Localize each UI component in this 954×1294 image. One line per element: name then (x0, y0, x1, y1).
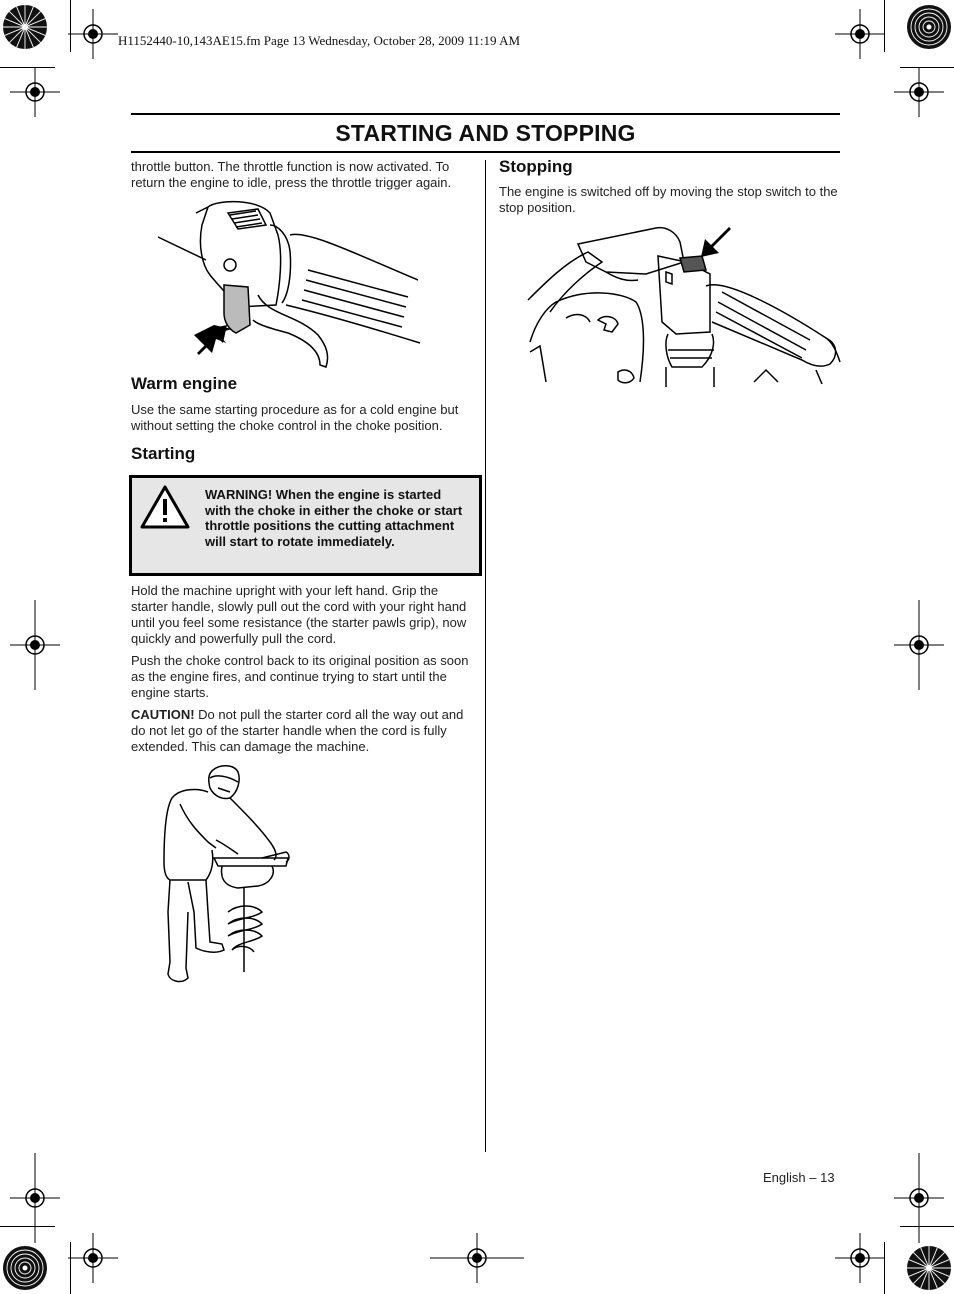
starting-heading-block: Starting (131, 444, 471, 463)
file-header: H1152440-10,143AE15.fm Page 13 Wednesday… (118, 33, 521, 48)
registration-mark-icon (835, 1233, 885, 1283)
page-footer: English – 13 (763, 1170, 835, 1185)
title-band: STARTING AND STOPPING (131, 113, 840, 153)
stopping-section: Stopping The engine is switched off by m… (499, 157, 839, 222)
starting-heading: Starting (131, 444, 196, 463)
crop-line (884, 0, 885, 52)
stopping-text: The engine is switched off by moving the… (499, 184, 838, 215)
warning-text: WARNING! When the engine is started with… (205, 487, 463, 549)
crop-line (900, 1226, 954, 1227)
starting-para-1: Hold the machine upright with your left … (131, 583, 467, 646)
registration-mark-icon (835, 9, 885, 59)
registration-mark-icon (10, 600, 60, 690)
calibration-wheel-icon (3, 1246, 47, 1290)
stop-switch-illustration (527, 226, 841, 387)
arrow-icon (197, 325, 227, 355)
page-title: STARTING AND STOPPING (335, 120, 636, 146)
warm-engine-section: Warm engine Use the same starting proced… (131, 374, 471, 440)
registration-mark-icon (894, 1153, 944, 1243)
stopping-heading: Stopping (499, 157, 573, 176)
caution-label: CAUTION! (131, 707, 195, 722)
warm-engine-text: Use the same starting procedure as for a… (131, 402, 459, 433)
crop-line (884, 1242, 885, 1294)
calibration-wheel-icon (907, 1246, 951, 1290)
warm-engine-heading: Warm engine (131, 374, 238, 393)
crop-line (70, 0, 71, 52)
caution-paragraph: CAUTION! Do not pull the starter cord al… (131, 707, 471, 755)
starting-body: Hold the machine upright with your left … (131, 583, 471, 761)
registration-mark-icon (894, 600, 944, 690)
throttle-handle-illustration (157, 200, 421, 368)
intro-text-block: throttle button. The throttle function i… (131, 159, 471, 197)
warning-box: WARNING! When the engine is started with… (129, 475, 482, 576)
calibration-wheel-icon (907, 5, 951, 49)
column-divider (485, 160, 486, 1152)
calibration-wheel-icon (3, 5, 47, 49)
crop-line (0, 1226, 55, 1227)
caution-text: Do not pull the starter cord all the way… (131, 707, 464, 754)
warning-triangle-icon (140, 485, 190, 529)
arrow-icon (701, 227, 731, 257)
starting-para-2: Push the choke control back to its origi… (131, 653, 469, 700)
registration-mark-icon (68, 9, 118, 59)
crop-line (0, 67, 55, 68)
registration-mark-icon (68, 1233, 118, 1283)
registration-mark-icon (10, 1153, 60, 1243)
crop-line (900, 67, 954, 68)
intro-text: throttle button. The throttle function i… (131, 159, 452, 190)
registration-mark-icon (10, 67, 60, 117)
registration-mark-icon (894, 67, 944, 117)
person-with-auger-illustration (163, 765, 290, 983)
registration-mark-icon (430, 1233, 524, 1283)
crop-line (70, 1242, 71, 1294)
